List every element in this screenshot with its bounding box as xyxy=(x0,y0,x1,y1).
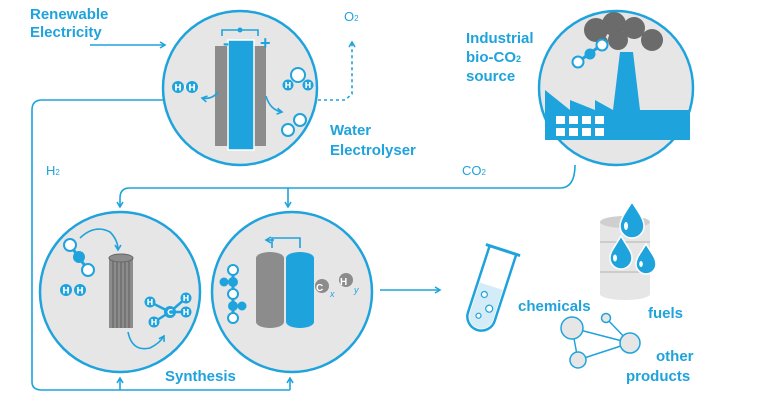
co2-line xyxy=(116,164,576,209)
svg-text:H: H xyxy=(285,81,292,90)
minus-sign: - xyxy=(223,33,229,53)
o2-label: O2 xyxy=(344,9,359,24)
flow-lines xyxy=(31,40,576,391)
y-subscript: y xyxy=(354,285,359,295)
test-tube-icon xyxy=(466,243,521,332)
factory-icon xyxy=(537,9,695,167)
fuels-label: fuels xyxy=(648,305,684,322)
industrial-label-line3: source xyxy=(466,68,516,85)
synthesis-label: Synthesis xyxy=(165,368,236,385)
h2-line xyxy=(31,99,290,391)
cx-label: C xyxy=(316,283,324,294)
svg-text:H: H xyxy=(174,84,182,94)
x-subscript: x xyxy=(330,289,335,299)
hydrogen-molecule-icon: H H xyxy=(60,284,86,297)
hydrogen-molecule-icon: H H xyxy=(172,81,198,94)
electrolyser-icon xyxy=(161,9,319,167)
svg-text:H: H xyxy=(305,81,312,90)
molecule-network-icon xyxy=(560,312,641,369)
svg-text:H: H xyxy=(147,298,154,307)
other-label: other xyxy=(656,348,694,365)
svg-text:H: H xyxy=(183,294,190,303)
renewable-label-line2: Electricity xyxy=(30,24,102,41)
fuel-barrel-icon xyxy=(600,200,657,300)
chemicals-label: chemicals xyxy=(518,298,591,315)
svg-text:H: H xyxy=(76,287,84,297)
cxhy-molecule-icon xyxy=(315,273,353,293)
co2-label: CO2 xyxy=(462,163,486,178)
industrial-label-line2: bio-CO2 xyxy=(466,49,522,66)
oxygen-molecule-icon xyxy=(281,113,307,137)
plus-sign: + xyxy=(260,33,271,53)
water-molecule-icon: H H xyxy=(282,67,314,91)
svg-text:H: H xyxy=(183,308,190,317)
o2-arrow xyxy=(318,40,356,101)
water-label-line2: Electrolyser xyxy=(330,142,416,159)
industrial-label-line1: Industrial xyxy=(466,30,534,47)
co2-molecule-icon xyxy=(63,238,95,277)
separator-icon xyxy=(210,210,374,374)
products-label: products xyxy=(626,368,691,385)
renewable-label-line1: Renewable xyxy=(30,6,109,23)
hy-label: H xyxy=(340,277,348,288)
svg-text:C: C xyxy=(167,308,173,317)
h2-label: H2 xyxy=(46,163,60,178)
svg-text:H: H xyxy=(62,287,70,297)
svg-text:H: H xyxy=(151,318,158,327)
water-label-line1: Water xyxy=(330,122,372,139)
svg-text:H: H xyxy=(188,84,196,94)
